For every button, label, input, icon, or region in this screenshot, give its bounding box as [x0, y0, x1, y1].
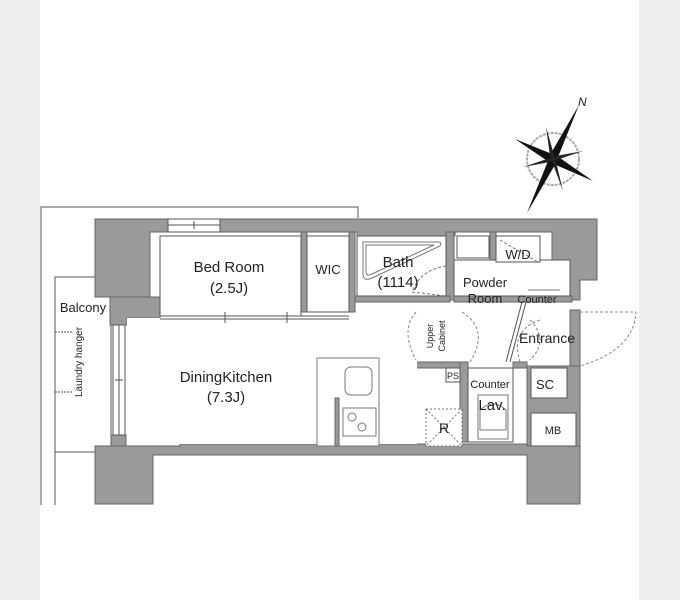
bath-label: Bath	[383, 254, 414, 271]
kitchen-partition	[334, 397, 340, 447]
sc	[530, 367, 568, 399]
ps	[445, 367, 461, 383]
lav-sink	[477, 394, 509, 440]
bedroom	[159, 235, 302, 317]
compass-icon	[515, 105, 593, 213]
mb-label: MB	[545, 425, 562, 437]
wic-label: WIC	[315, 262, 340, 277]
dk-window	[112, 324, 126, 436]
bedroom-label: Bed Room	[194, 259, 265, 276]
powder-counter-label: Counter	[517, 294, 556, 306]
dk-label: DiningKitchen	[180, 369, 273, 386]
entrance-label: Entrance	[519, 330, 575, 346]
powder-label-2: Room	[468, 291, 503, 306]
laundry-hanger-label: Laundry hanger	[74, 326, 85, 397]
wd	[495, 235, 541, 263]
compass-north-label: N	[578, 95, 587, 109]
ps-label: PS	[447, 371, 459, 381]
entrance-step	[505, 301, 527, 363]
bedroom-sliding-door	[160, 312, 349, 323]
bedroom-window	[167, 218, 221, 233]
fridge-label: R	[439, 420, 449, 436]
powder-label-1: Powder	[463, 275, 508, 290]
sink-box	[456, 235, 490, 259]
bath-door-swing	[411, 265, 447, 297]
bath-size: (1114)	[377, 274, 418, 291]
balcony-label: Balcony	[60, 300, 107, 315]
mb	[530, 412, 577, 447]
door-swings	[407, 311, 637, 367]
bathtub	[362, 241, 442, 280]
lav-label: Lav.	[478, 397, 505, 414]
balcony-area	[54, 276, 112, 453]
wd-label: W/D	[505, 247, 530, 262]
wd-diagonal	[499, 239, 539, 263]
lav-counter-label: Counter	[470, 379, 509, 391]
upper-cabinet-label-2: Cabinet	[437, 320, 447, 352]
wic	[306, 235, 350, 313]
upper-cabinet-label-1: Upper	[425, 324, 435, 349]
kitchen-island	[316, 357, 380, 447]
fridge	[425, 408, 463, 447]
bedroom-size: (2.5J)	[210, 280, 248, 297]
sc-label: SC	[536, 377, 554, 392]
dk-size: (7.3J)	[207, 389, 245, 406]
